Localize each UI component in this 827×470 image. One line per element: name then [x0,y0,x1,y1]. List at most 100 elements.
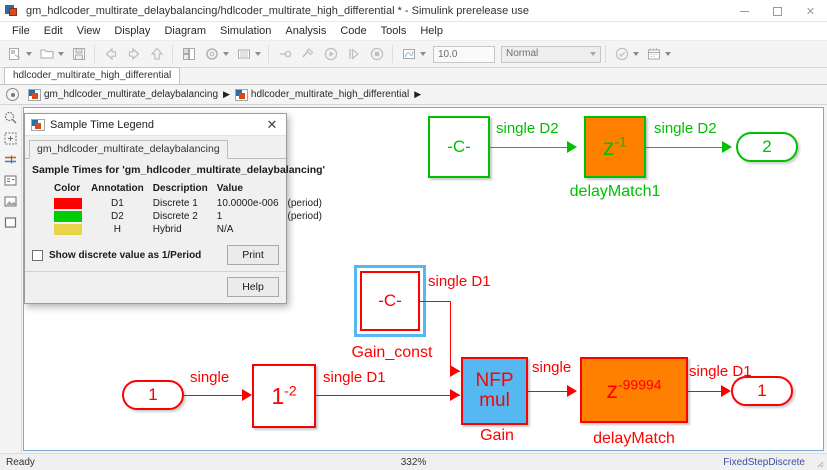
toolbar-separator [94,45,95,63]
menu-analysis[interactable]: Analysis [285,25,327,37]
simulink-model-icon [31,118,45,131]
inport-1[interactable]: 1 [122,380,184,410]
wire-delaymatch-to-out1[interactable] [688,391,726,392]
status-bar: Ready 332% FixedStepDiscrete [0,453,827,470]
open-folder-icon[interactable] [36,44,57,65]
menu-view[interactable]: View [76,25,101,37]
checkbox-label: Show discrete value as 1/Period [49,249,202,261]
wire-gainconst-seg1[interactable] [420,301,450,302]
simulink-model-icon [28,88,41,101]
build-model-icon[interactable] [297,44,318,65]
column-color: Color [54,183,81,194]
open-caret-icon[interactable] [58,52,64,56]
sample-time-table: Color Annotation Description Value [54,183,331,236]
wire-gainconst-seg2[interactable] [450,301,451,371]
model-settings-icon[interactable] [201,44,222,65]
tab-hdlcoder-multirate-high-differential[interactable]: hdlcoder_multirate_high_differential [4,67,181,84]
block-delaymatch1[interactable]: z-1 [584,116,646,178]
save-icon[interactable] [68,44,89,65]
resize-grip-icon[interactable] [814,458,824,468]
minimize-button[interactable] [728,0,761,22]
legend-caret-icon[interactable] [665,52,671,56]
step-forward-icon[interactable] [343,44,364,65]
show-discrete-value-checkbox[interactable]: Show discrete value as 1/Period [32,249,202,261]
solver-name[interactable]: FixedStepDiscrete [723,456,805,468]
block-gain-nfp-mul[interactable]: NFP mul [461,357,528,425]
dialog-tab-model[interactable]: gm_hdlcoder_multirate_delaybalancing [29,140,228,159]
block-gain-const[interactable]: -C- [360,271,420,331]
signal-label-single-2: single [532,359,572,376]
breadcrumb-separator-icon: ▶ [223,89,230,99]
update-model-icon[interactable] [274,44,295,65]
up-arrow-icon[interactable] [146,44,167,65]
menu-code[interactable]: Code [340,25,367,37]
explorer-caret-icon[interactable] [255,52,261,56]
canvas-area: -C- single D2 z-1 delayMatch1 single D2 … [22,105,827,453]
stop-icon[interactable] [366,44,387,65]
color-swatch-cell [54,210,91,223]
wire-gain-to-delaymatch[interactable] [528,391,574,392]
print-button[interactable]: Print [227,245,279,265]
new-model-icon[interactable] [4,44,25,65]
checkbox-box[interactable] [32,249,43,261]
block-delay-z2[interactable]: 1-2 [252,364,316,428]
forward-arrow-icon[interactable] [123,44,144,65]
sample-time-legend-dialog[interactable]: Sample Time Legend ✕ gm_hdlcoder_multira… [24,113,326,304]
help-button[interactable]: Help [227,277,279,297]
dialog-title-bar: Sample Time Legend ✕ [25,114,286,136]
model-canvas[interactable]: -C- single D2 z-1 delayMatch1 single D2 … [23,107,824,451]
block-const-d2[interactable]: -C- [428,116,490,178]
arrow-icon [242,389,252,401]
menu-help[interactable]: Help [420,25,443,37]
toolbar-separator [268,45,269,63]
stop-time-input[interactable]: 10.0 [433,45,495,63]
outport-1[interactable]: 1 [731,376,793,406]
menu-display[interactable]: Display [114,25,151,37]
maximize-button[interactable] [761,0,794,22]
sample-time-legend-icon[interactable] [643,44,664,65]
block-label: -C- [447,137,471,156]
hide-browser-icon[interactable] [6,88,19,101]
settings-caret-icon[interactable] [223,52,229,56]
advisor-caret-icon[interactable] [633,52,639,56]
simulation-mode-select[interactable]: Normal [501,45,601,63]
simulink-subsystem-icon [234,88,248,101]
annotation-icon[interactable] [2,172,19,189]
close-icon[interactable]: ✕ [266,117,278,132]
wire-z2-to-gain[interactable] [316,395,460,396]
dialog-heading: Sample Times for 'gm_hdlcoder_multirate_… [32,164,326,176]
model-advisor-icon[interactable] [611,44,632,65]
wire-const-to-delaymatch1[interactable] [490,147,567,148]
fit-to-view-icon[interactable] [2,130,19,147]
menu-simulation[interactable]: Simulation [220,25,272,37]
menu-edit[interactable]: Edit [43,25,63,37]
signal-highlight-icon[interactable] [2,151,19,168]
menu-tools[interactable]: Tools [380,25,407,37]
image-icon[interactable] [2,193,19,210]
outport-2[interactable]: 2 [736,132,798,162]
area-icon[interactable] [2,214,19,231]
breadcrumb-item-model[interactable]: gm_hdlcoder_multirate_delaybalancing [28,88,218,101]
close-button[interactable]: ✕ [805,5,816,18]
annotation-cell: H [113,224,121,235]
scope-caret-icon[interactable] [420,52,426,56]
menu-bar: File Edit View Display Diagram Simulatio… [0,22,827,41]
arrow-icon [721,385,731,397]
zoom-fit-icon[interactable] [2,109,19,126]
new-model-caret-icon[interactable] [26,52,32,56]
library-browser-icon[interactable] [178,44,199,65]
wire-in1-to-z2[interactable] [184,395,242,396]
block-label: z-99994 [606,375,662,403]
zoom-level[interactable]: 332% [400,456,427,468]
back-arrow-icon[interactable] [100,44,121,65]
wire-delaymatch1-to-out2[interactable] [646,147,722,148]
status-message: Ready [6,456,35,468]
scope-icon[interactable] [398,44,419,65]
run-icon[interactable] [320,44,341,65]
model-explorer-icon[interactable] [233,44,254,65]
menu-file[interactable]: File [12,25,30,37]
menu-diagram[interactable]: Diagram [164,25,207,37]
block-delaymatch[interactable]: z-99994 [580,357,688,423]
breadcrumb-item-subsystem[interactable]: hdlcoder_multirate_high_differential [234,88,409,101]
